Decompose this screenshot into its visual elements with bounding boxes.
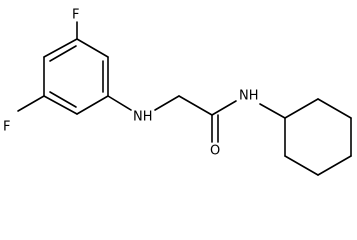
bond-nh-cyclohexyl	[259, 103, 286, 119]
molecule-structure: F F NH O NH	[3, 8, 352, 176]
bond-c4-c5	[43, 95, 78, 115]
cyclohexane-ring	[284, 98, 352, 176]
ring-double-bond-3	[49, 45, 77, 62]
fluorine-top-label: F	[72, 8, 79, 23]
bond-c6-c1	[43, 38, 78, 58]
amine-nh-label: NH	[133, 110, 153, 125]
benzene-ring	[43, 38, 109, 115]
bond-nh-ch2	[154, 95, 180, 111]
ring-double-bond-2	[49, 91, 77, 108]
amide-nh-label: NH	[239, 89, 259, 104]
bond-c1-c2	[76, 38, 109, 58]
bond-ch2-carbonyl	[178, 95, 213, 116]
bond-c-f-left	[17, 95, 45, 112]
bond-c3-c4	[76, 95, 109, 115]
cyclo-bond-1	[284, 98, 319, 119]
fluorine-left-label: F	[3, 120, 10, 135]
cyclo-bond-5	[284, 155, 319, 176]
oxygen-label: O	[210, 144, 220, 159]
bond-carbonyl-nh	[211, 100, 237, 116]
cyclo-bond-4	[317, 155, 352, 176]
bond-aryl-nh	[107, 95, 132, 111]
cyclo-bond-2	[317, 98, 352, 119]
